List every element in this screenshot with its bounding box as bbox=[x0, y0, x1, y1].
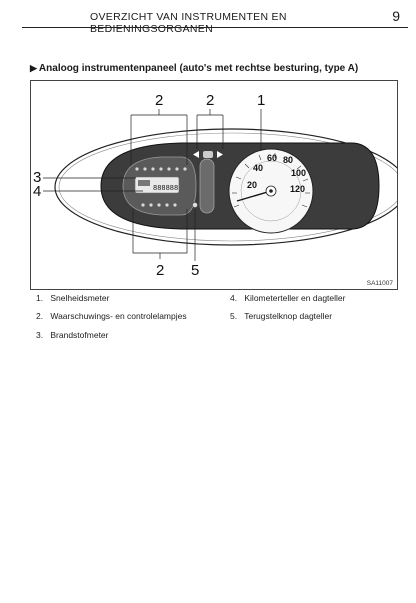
figure-code: SA11007 bbox=[366, 280, 393, 287]
speed-label-20: 20 bbox=[247, 180, 257, 190]
dashboard-oval-inner bbox=[58, 132, 397, 242]
instrument-panel-figure: 888888 20 40 60 80 100 120 bbox=[30, 80, 398, 290]
trip-reset-knob bbox=[192, 202, 198, 208]
callout-lines bbox=[43, 109, 262, 261]
center-indicator-icon bbox=[203, 151, 213, 158]
speedometer-needle bbox=[236, 190, 272, 202]
section-heading-text: Analoog instrumentenpaneel (auto's met r… bbox=[38, 63, 359, 74]
callout-3-fuel: 3 bbox=[33, 169, 41, 186]
legend-item-5: 5. Terugstelknop dagteller bbox=[230, 311, 333, 321]
speed-label-40: 40 bbox=[253, 163, 263, 173]
section-heading: ▶Analoog instrumentenpaneel (auto's met … bbox=[30, 63, 358, 74]
turn-left-arrow-icon bbox=[193, 151, 199, 158]
speed-label-80: 80 bbox=[283, 155, 293, 165]
legend-item-2: 2. Waarschuwings- en controlelampjes bbox=[36, 311, 187, 321]
speedometer-inner-ring bbox=[240, 160, 302, 222]
legend-item-4: 4. Kilometerteller en dagteller bbox=[230, 293, 346, 303]
section-marker: ▶ bbox=[30, 63, 37, 73]
turn-right-arrow-icon bbox=[217, 151, 223, 158]
legend-item-1: 1. Snelheidsmeter bbox=[36, 293, 110, 303]
callout-2-top-middle: 2 bbox=[206, 92, 214, 109]
trip-reset-pill bbox=[199, 158, 215, 214]
speed-label-60: 60 bbox=[267, 153, 277, 163]
odometer-digits: 888888 bbox=[153, 185, 178, 193]
callout-5-reset: 5 bbox=[191, 262, 199, 279]
header-title: OVERZICHT VAN INSTRUMENTEN EN BEDIENINGS… bbox=[90, 11, 287, 35]
header-rule bbox=[22, 27, 408, 28]
callout-2-top-left: 2 bbox=[155, 92, 163, 109]
callout-4-odometer: 4 bbox=[33, 183, 41, 200]
warning-lamps-bottom bbox=[141, 203, 177, 207]
fuel-gauge-bar bbox=[138, 180, 150, 186]
legend-item-3: 3. Brandstofmeter bbox=[36, 330, 109, 340]
instrument-panel-illustration: 888888 20 40 60 80 100 120 bbox=[33, 92, 397, 279]
page-header: OVERZICHT VAN INSTRUMENTEN EN BEDIENINGS… bbox=[22, 8, 408, 35]
speed-label-120: 120 bbox=[290, 184, 305, 194]
speedometer-hub-center bbox=[269, 189, 273, 193]
callout-2-bottom: 2 bbox=[156, 262, 164, 279]
page-number: 9 bbox=[392, 8, 400, 24]
speedometer-ticks bbox=[232, 153, 310, 208]
callout-1-speedometer: 1 bbox=[257, 92, 265, 109]
warning-lamps-top bbox=[135, 167, 187, 171]
speed-label-100: 100 bbox=[291, 168, 306, 178]
